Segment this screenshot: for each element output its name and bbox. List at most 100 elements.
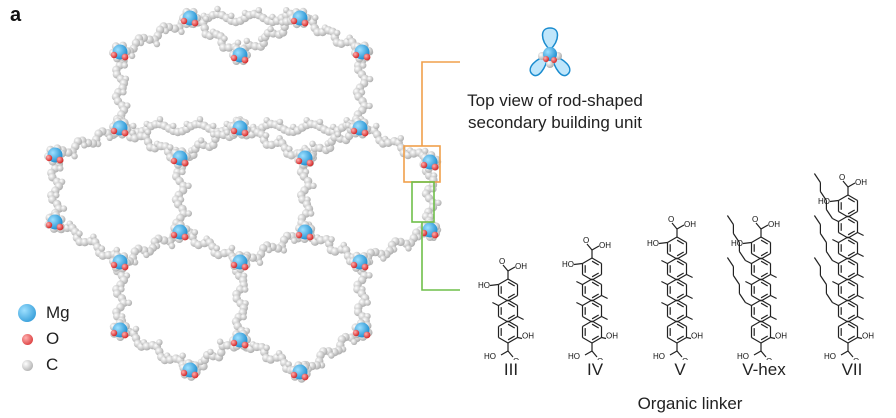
legend-item-c: C: [18, 352, 128, 378]
atom-sphere: [181, 159, 189, 167]
atom-sphere: [210, 122, 217, 130]
atom-sphere: [363, 53, 371, 61]
atom-symbol: HO: [731, 239, 743, 248]
bond-line: [857, 231, 864, 237]
bond-line: [847, 315, 858, 323]
atom-sphere: [45, 154, 53, 162]
atom-sphere: [170, 122, 177, 130]
bond-line: [770, 315, 777, 321]
bond-line: [576, 301, 583, 307]
atom-sphere: [45, 221, 53, 229]
bond-line: [686, 315, 693, 321]
atom-sphere: [361, 263, 369, 271]
bond-line: [755, 222, 762, 230]
bond-line: [517, 336, 523, 340]
atom-symbol: O: [682, 357, 688, 360]
atom-sphere: [241, 56, 249, 64]
bond-line: [753, 350, 762, 356]
atom-sphere: [366, 75, 374, 83]
linker-label-vii: VII: [841, 360, 863, 379]
atom-sphere: [180, 17, 188, 25]
atom-sphere: [228, 12, 235, 19]
atom-symbol: HO: [568, 352, 580, 360]
atom-sphere: [132, 325, 140, 333]
bond-line: [676, 239, 684, 245]
atom-sphere: [60, 205, 68, 212]
bond-line: [847, 210, 858, 218]
atom-symbol: O: [839, 173, 845, 182]
inset-caption: Top view of rod-shaped secondary buildin…: [467, 91, 643, 132]
atom-sphere: [128, 52, 136, 60]
bond-line: [857, 315, 864, 321]
atom-sphere: [263, 344, 270, 351]
atom-sphere: [143, 251, 150, 259]
bond-line: [847, 314, 855, 320]
atom-sphere: [106, 134, 114, 141]
linker-connector-line: [421, 222, 460, 291]
bond-line: [591, 281, 599, 287]
bond-line: [745, 301, 752, 307]
bond-line: [847, 252, 858, 260]
bond-line: [745, 280, 752, 286]
atom-sphere: [56, 223, 64, 231]
atom-sphere: [373, 122, 380, 130]
bond-line: [847, 182, 856, 188]
bond-line: [770, 336, 776, 340]
bond-line: [726, 257, 734, 267]
atom-sphere: [361, 129, 369, 137]
bond-line: [847, 294, 858, 302]
bond-line: [507, 335, 515, 341]
bond-line: [667, 252, 678, 260]
atom-sphere: [435, 199, 442, 206]
bond-line: [857, 273, 864, 279]
bond-line: [507, 299, 518, 307]
atom-sphere: [306, 159, 314, 167]
atom-symbol: HO: [562, 260, 574, 269]
bond-line: [601, 294, 608, 300]
atom-sphere: [420, 161, 428, 169]
atom-sphere: [120, 89, 127, 96]
atom-symbol: O: [766, 357, 772, 360]
bond-line: [591, 336, 602, 344]
bond-line: [847, 257, 858, 265]
bond-line: [667, 236, 678, 244]
bond-line: [813, 257, 821, 267]
bond-line: [500, 350, 509, 356]
atom-symbol: O: [597, 357, 603, 360]
atom-symbol: O: [513, 357, 519, 360]
bond-line: [838, 215, 849, 223]
bond-line: [838, 231, 849, 239]
bond-line: [582, 336, 593, 344]
atom-sphere: [110, 51, 118, 59]
bond-line: [760, 323, 768, 329]
atom-sphere: [276, 118, 284, 126]
atom-sphere: [312, 14, 319, 21]
atom-sphere: [306, 233, 314, 241]
bond-line: [732, 233, 740, 243]
atom-sphere: [352, 51, 360, 59]
bond-line: [591, 350, 598, 358]
bond-line: [489, 283, 499, 287]
atom-sphere: [307, 210, 315, 217]
bond-line: [760, 336, 771, 344]
bond-line: [686, 273, 693, 279]
bond-line: [751, 252, 762, 260]
atom-sphere: [301, 19, 309, 27]
atom-sphere: [265, 246, 273, 254]
atom-sphere: [290, 17, 298, 25]
bond-line: [667, 294, 678, 302]
atom-sphere: [360, 62, 367, 69]
bond-line: [760, 294, 771, 302]
atom-sphere: [301, 373, 309, 381]
bond-line: [676, 323, 684, 329]
atom-sphere: [316, 118, 324, 126]
linker-label-v-hex: V-hex: [742, 360, 786, 379]
atom-symbol: HO: [824, 352, 836, 360]
bond-line: [760, 252, 771, 260]
bond-line: [847, 273, 858, 281]
bond-line: [676, 299, 687, 307]
bond-line: [838, 336, 849, 344]
bond-line: [498, 320, 509, 328]
bond-line: [507, 294, 518, 302]
bond-line: [667, 257, 678, 265]
